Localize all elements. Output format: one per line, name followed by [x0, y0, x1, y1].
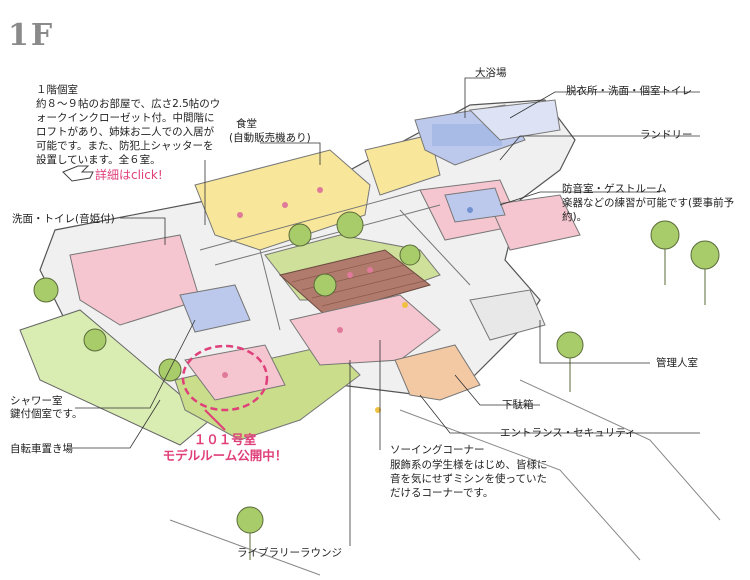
leader-dressing — [509, 91, 700, 119]
wooden-deck — [278, 249, 432, 316]
leader-bath — [464, 77, 490, 118]
shoebox-label: 下駄箱 — [502, 399, 534, 411]
leader-laundry — [499, 135, 700, 161]
detail-link[interactable]: 詳細はclick! — [95, 168, 163, 182]
shower-title: シャワー室 — [10, 395, 63, 407]
bicycle-label: 自転車置き場 — [10, 443, 73, 455]
bath-label: 大浴場 — [475, 67, 507, 79]
washroom-label: 洗面・トイレ(音姫付) — [12, 213, 115, 225]
trees — [33, 211, 720, 560]
sewing-title: ソーイングコーナー — [390, 444, 485, 456]
dressing-area — [468, 99, 561, 141]
model-room-number: １０１号室 — [193, 432, 257, 447]
leader-soundproof — [499, 191, 660, 206]
people — [222, 187, 473, 413]
dining-room-2 — [364, 134, 441, 196]
dining-sub: (自動販売機あり) — [229, 132, 311, 144]
floor-label: 1F — [8, 18, 55, 53]
leader-bicycle — [70, 399, 161, 449]
model-room-callout[interactable]: １０１号室 モデルルーム公開中！ — [150, 432, 300, 464]
leader-manager — [539, 320, 650, 364]
shower-room — [179, 284, 251, 333]
blue-room-center — [444, 187, 506, 223]
private-rooms-left — [69, 234, 201, 326]
dressing-label: 脱衣所・洗面・個室トイレ — [566, 85, 692, 97]
model-room-arrow — [204, 409, 226, 431]
laundry-label: ランドリー — [640, 129, 693, 141]
room1-description: １階個室 約８～９帖のお部屋で、広さ2.5帖のウォークインクローゼット付。中間階… — [36, 83, 221, 167]
leader-shoebox — [454, 374, 540, 406]
library-label: ライブラリーラウンジ — [237, 547, 342, 559]
leader-entrance — [419, 394, 700, 434]
manager-room — [469, 289, 546, 341]
bath-tiles — [432, 124, 502, 146]
bicycle-area — [19, 309, 211, 446]
pointing-hand-icon — [62, 165, 94, 182]
model-room-highlight — [181, 344, 269, 412]
model-room-open: モデルルーム公開中！ — [162, 448, 288, 463]
leader-washroom — [120, 217, 166, 245]
entrance-area — [394, 344, 481, 401]
leader-dining — [260, 142, 321, 165]
shower-sub: 鍵付個室です。 — [10, 408, 83, 420]
room1-body: 約８～９帖のお部屋で、広さ2.5帖のウォークインクローゼット付。中間階にロフトが… — [36, 98, 221, 166]
library-lounge — [289, 294, 441, 366]
guest-room — [489, 194, 581, 251]
soundproof-title: 防音室・ゲストルーム — [562, 183, 667, 195]
leader-shower — [75, 319, 196, 409]
dining-title: 食堂 — [236, 118, 257, 130]
sewing-body: 服飾系の学生様をはじめ、皆様に音を気にせずミシンを使っていただけるコーナーです。 — [390, 459, 548, 499]
room1-title: １階個室 — [36, 84, 78, 96]
entrance-label: エントランス・セキュリティ — [500, 427, 636, 439]
manager-label: 管理人室 — [656, 357, 698, 369]
dining-room — [194, 149, 371, 251]
soundproof-body: 楽器などの練習が可能です(要事前予約)。 — [562, 197, 735, 223]
